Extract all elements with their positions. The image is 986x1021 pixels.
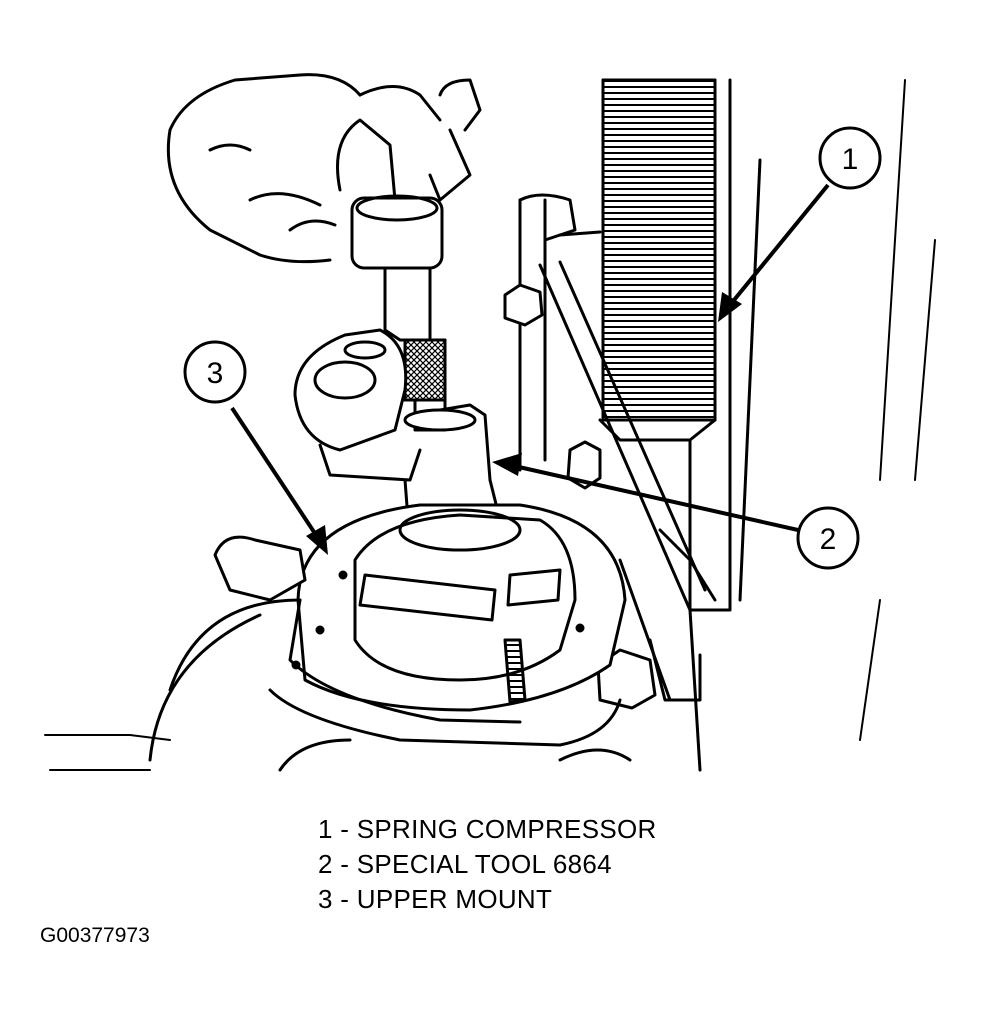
legend-item-2: 2 - SPECIAL TOOL 6864 (318, 849, 612, 879)
hand (166, 73, 482, 264)
wrench-extension (350, 194, 447, 432)
callout-2-number: 2 (820, 523, 837, 556)
callout-1-number: 1 (842, 143, 859, 176)
special-tool-6864 (293, 328, 507, 547)
figure-id: G00377973 (40, 924, 150, 947)
legend-item-1: 1 - SPRING COMPRESSOR (318, 814, 657, 844)
callout-3-number: 3 (207, 357, 224, 390)
upper-mount (268, 503, 627, 747)
legend-item-3: 3 - UPPER MOUNT (318, 884, 553, 914)
spring-compressor (518, 78, 732, 612)
frame-lines (44, 78, 936, 771)
strut-illustration: 1 2 3 (44, 73, 936, 772)
lower-strut (148, 535, 632, 772)
callout-2: 2 (492, 453, 860, 570)
legend: 1 - SPRING COMPRESSOR 2 - SPECIAL TOOL 6… (318, 812, 657, 917)
callout-3: 3 (183, 340, 328, 555)
callout-1: 1 (718, 126, 882, 322)
bracket-plate (503, 260, 717, 772)
